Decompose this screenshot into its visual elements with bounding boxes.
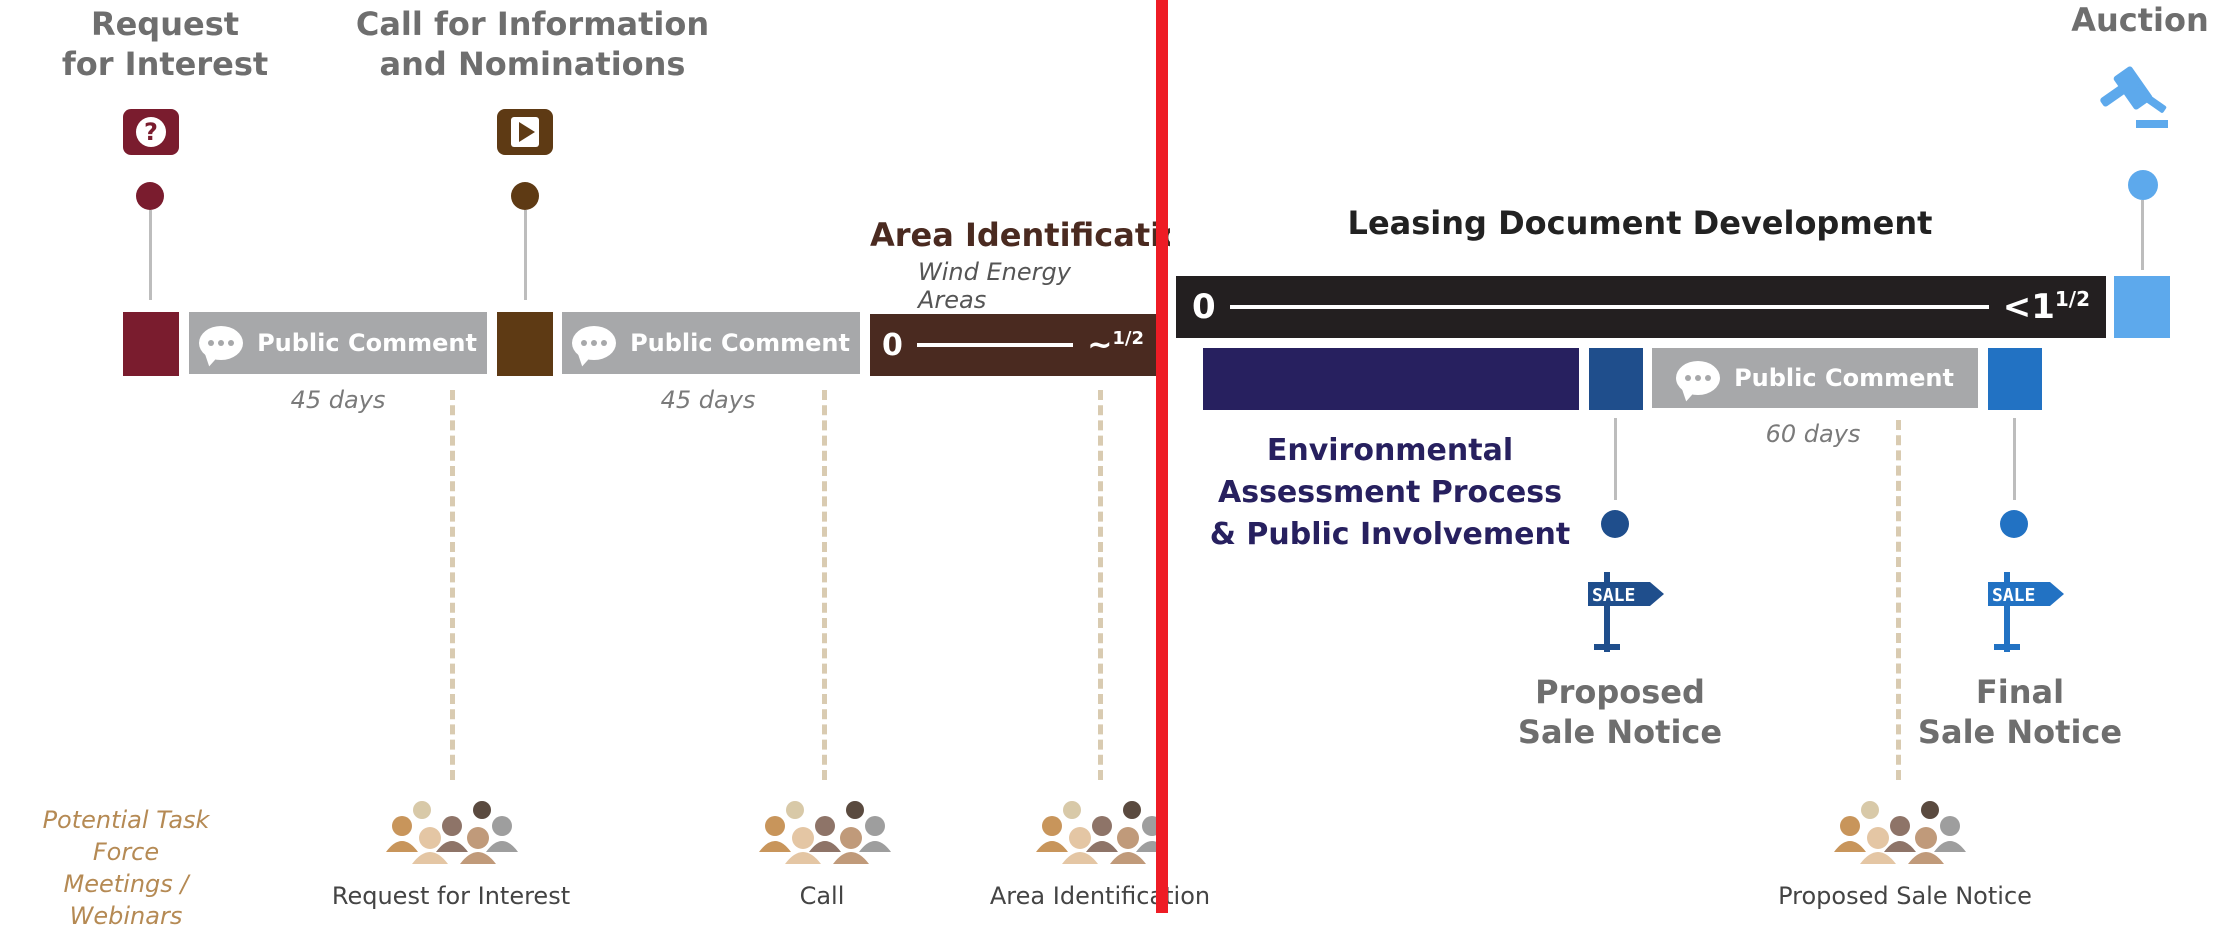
people-group-icon: [1036, 801, 1168, 864]
call-marker-dot: [511, 182, 539, 210]
play-icon: [497, 109, 553, 155]
leasing-range-line: [1229, 305, 1989, 309]
people-group-icon: [1834, 801, 1966, 864]
proposed-sale-dot: [1601, 510, 1629, 538]
environmental-label: Environmental Assessment Process & Publi…: [1209, 433, 1571, 552]
proposed-sale-label: Proposed Sale Notice: [1517, 673, 1723, 751]
auction-marker-dot: [2128, 170, 2158, 200]
auction-title: Auction: [2071, 1, 2209, 39]
proposed-public-comment-bar: Public Comment: [1652, 348, 1978, 408]
people-group-icon: [759, 801, 891, 864]
leasing-range-start: 0: [1192, 287, 1216, 327]
area-range-fraction: 1/2: [1112, 327, 1144, 349]
area-subtitle: Wind Energy Areas: [918, 258, 1071, 314]
rfi-meeting-line: [450, 390, 455, 780]
meeting-label-call: Call: [799, 882, 845, 910]
auction-bar: [2114, 276, 2170, 338]
call-public-comment-bar: Public Comment: [562, 312, 860, 374]
proposed-comment-days: 60 days: [1765, 420, 1861, 448]
area-range-line: [916, 343, 1074, 347]
leasing-title: Leasing Document Development: [1347, 204, 1933, 242]
gavel-icon: [2100, 66, 2168, 128]
sale-sign-icon: SALE: [1588, 572, 1664, 652]
meeting-label-proposed: Proposed Sale Notice: [1778, 882, 2032, 910]
leasing-range-end: <1: [2002, 287, 2055, 327]
speech-bubble-icon: [1676, 361, 1721, 395]
meeting-label-area: Area Identification: [989, 882, 1211, 910]
rfi-comment-days: 45 days: [290, 386, 386, 414]
area-range-start: 0: [882, 327, 903, 363]
environmental-bar: [1203, 348, 1579, 410]
final-sale-stem: [2013, 418, 2016, 500]
rfi-title: Request for Interest: [61, 5, 269, 83]
auction-stem: [2141, 200, 2144, 270]
call-comment-days: 45 days: [660, 386, 756, 414]
area-bar: 0 ~ 1/2: [870, 314, 1156, 376]
sale-sign-text: SALE: [1592, 585, 1635, 606]
proposed-sale-stem: [1614, 418, 1617, 500]
area-meeting-line: [1098, 390, 1103, 780]
final-sale-label: Final Sale Notice: [1917, 673, 2123, 751]
people-group-icon: [386, 801, 518, 864]
meeting-label-rfi: Request for Interest: [331, 882, 571, 910]
call-bar: [497, 312, 553, 376]
rfi-stem: [149, 210, 152, 300]
proposed-sale-bar: [1589, 348, 1643, 410]
final-sale-dot: [2000, 510, 2028, 538]
speech-bubble-icon: [199, 326, 244, 360]
leasing-bar: 0 <1 1/2: [1176, 276, 2106, 338]
area-title: Area Identification: [870, 216, 1170, 254]
rfi-marker-dot: [136, 182, 164, 210]
speech-bubble-icon: [572, 326, 617, 360]
final-sale-bar: [1988, 348, 2042, 410]
sale-sign-text: SALE: [1992, 585, 2035, 606]
question-mark-icon: ?: [123, 109, 179, 155]
proposed-meeting-line: [1896, 420, 1901, 780]
leasing-range-fraction: 1/2: [2054, 287, 2090, 311]
sale-sign-icon: SALE: [1988, 572, 2064, 652]
area-range-end: ~: [1087, 327, 1113, 363]
call-title: Call for Information and Nominations: [355, 5, 710, 83]
red-divider-line: [1156, 0, 1168, 913]
call-meeting-line: [822, 390, 827, 780]
rfi-public-comment-bar: Public Comment: [189, 312, 487, 374]
call-stem: [524, 210, 527, 300]
rfi-bar: [123, 312, 179, 376]
